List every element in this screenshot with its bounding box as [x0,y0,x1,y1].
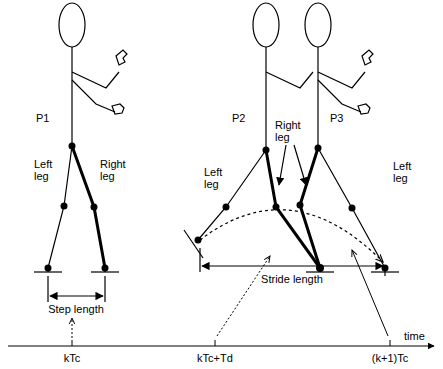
leg-label: Left leg [204,166,232,190]
person-label: P2 [232,112,256,124]
time-axis [8,250,434,346]
figure-p1 [34,3,127,302]
leg-label: Right leg [275,119,309,143]
dimension-label: Step length [36,303,116,315]
figures-p2-p3 [184,3,399,276]
dimension-label: Stride length [247,273,337,285]
time-label: kTc+Td [180,352,250,364]
axis-label: time [404,330,438,342]
person-label: P1 [36,112,60,124]
time-label: kTc [42,352,102,364]
time-label: (k+1)Tc [355,352,425,364]
person-label: P3 [330,112,354,124]
leg-label: Left leg [34,158,62,182]
leg-label: Right leg [100,158,132,182]
leg-label: Left leg [393,160,421,184]
